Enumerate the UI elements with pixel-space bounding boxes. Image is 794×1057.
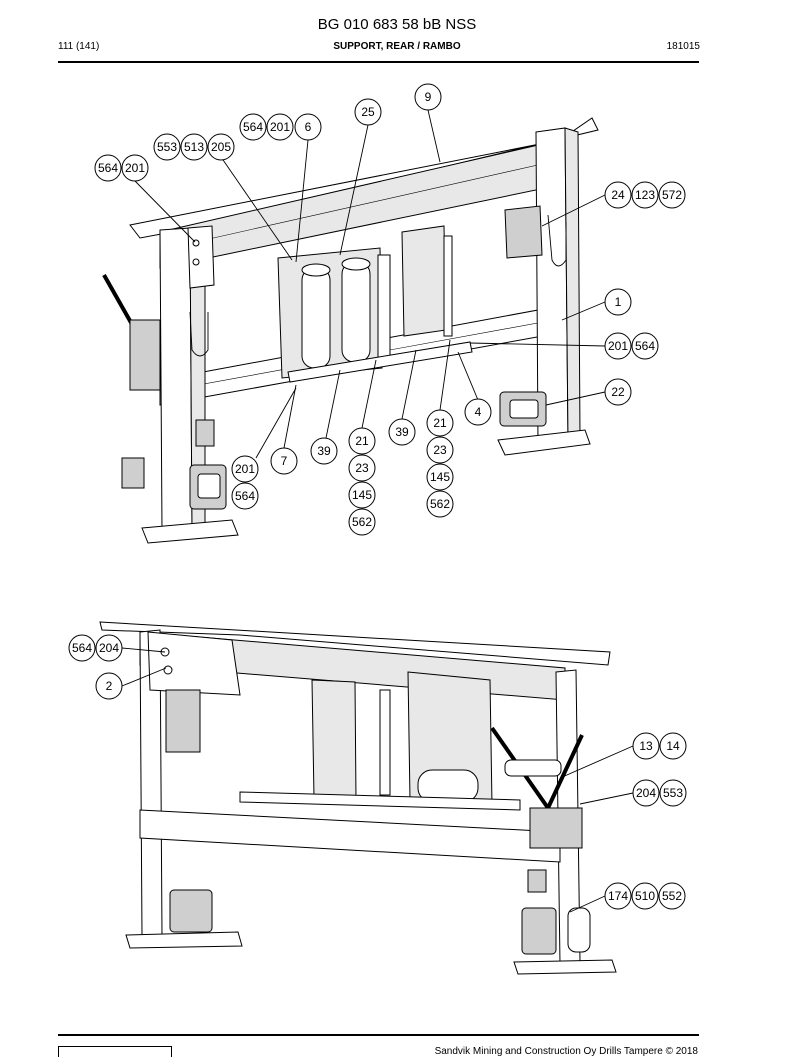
- callout-9: 9: [414, 83, 442, 111]
- footer-rule: [58, 1034, 699, 1036]
- callout-205: 205: [207, 133, 235, 161]
- callout-564-a: 564: [239, 113, 267, 141]
- callout-201-c: 201: [604, 332, 632, 360]
- callout-513: 513: [180, 133, 208, 161]
- top-leader-lines: [134, 109, 606, 459]
- callout-553-b: 553: [659, 779, 687, 807]
- svg-text:1: 1: [615, 295, 622, 309]
- callout-6: 6: [294, 113, 322, 141]
- callout-23-b: 23: [348, 454, 376, 482]
- svg-text:562: 562: [430, 497, 450, 511]
- svg-text:553: 553: [663, 786, 683, 800]
- callout-562-b: 562: [348, 508, 376, 536]
- svg-text:572: 572: [662, 188, 682, 202]
- svg-text:14: 14: [666, 739, 680, 753]
- bottom-leader-lines: [121, 647, 634, 913]
- svg-text:23: 23: [355, 461, 369, 475]
- svg-text:205: 205: [211, 140, 231, 154]
- callout-145-b: 145: [348, 481, 376, 509]
- svg-text:174: 174: [608, 889, 628, 903]
- callout-201-b: 201: [121, 154, 149, 182]
- svg-text:204: 204: [636, 786, 656, 800]
- svg-text:21: 21: [433, 416, 447, 430]
- callout-7: 7: [270, 447, 298, 475]
- callout-4: 4: [464, 398, 492, 426]
- callout-201-d: 201: [231, 455, 259, 483]
- callout-174: 174: [604, 882, 632, 910]
- callout-25: 25: [354, 98, 382, 126]
- callout-21-b: 21: [348, 427, 376, 455]
- svg-text:564: 564: [243, 120, 263, 134]
- callout-572: 572: [658, 181, 686, 209]
- callout-24: 24: [604, 181, 632, 209]
- callout-553-a: 553: [153, 133, 181, 161]
- callout-564-c: 564: [631, 332, 659, 360]
- svg-text:564: 564: [98, 161, 118, 175]
- callout-14: 14: [659, 732, 687, 760]
- callout-201-a: 201: [266, 113, 294, 141]
- svg-text:513: 513: [184, 140, 204, 154]
- svg-text:39: 39: [395, 425, 409, 439]
- svg-text:123: 123: [635, 188, 655, 202]
- callout-564-b: 564: [94, 154, 122, 182]
- svg-text:204: 204: [99, 641, 119, 655]
- section-title: SUPPORT, REAR / RAMBO: [333, 41, 461, 52]
- svg-text:201: 201: [270, 120, 290, 134]
- page-number: 111 (141): [58, 41, 100, 52]
- document-title: BG 010 683 58 bB NSS: [317, 16, 477, 33]
- svg-text:552: 552: [662, 889, 682, 903]
- callout-562-a: 562: [426, 490, 454, 518]
- svg-text:4: 4: [475, 405, 482, 419]
- svg-text:13: 13: [639, 739, 653, 753]
- svg-text:9: 9: [425, 90, 432, 104]
- callout-145-a: 145: [426, 463, 454, 491]
- footer-copyright: Sandvik Mining and Construction Oy Drill…: [434, 1046, 698, 1057]
- svg-text:201: 201: [608, 339, 628, 353]
- svg-text:553: 553: [157, 140, 177, 154]
- callout-23-a: 23: [426, 436, 454, 464]
- bottom-assembly-illustration: [99, 621, 617, 975]
- svg-text:2: 2: [106, 679, 113, 693]
- callout-510: 510: [631, 882, 659, 910]
- svg-text:564: 564: [235, 489, 255, 503]
- svg-text:6: 6: [305, 120, 312, 134]
- callout-13: 13: [632, 732, 660, 760]
- svg-text:201: 201: [235, 462, 255, 476]
- svg-text:24: 24: [611, 188, 625, 202]
- svg-text:564: 564: [72, 641, 92, 655]
- svg-text:145: 145: [352, 488, 372, 502]
- svg-text:145: 145: [430, 470, 450, 484]
- svg-text:23: 23: [433, 443, 447, 457]
- callout-564-e: 564: [68, 634, 96, 662]
- svg-text:201: 201: [125, 161, 145, 175]
- callout-564-d: 564: [231, 482, 259, 510]
- svg-text:25: 25: [361, 105, 375, 119]
- svg-text:7: 7: [281, 454, 288, 468]
- callout-123: 123: [631, 181, 659, 209]
- svg-text:562: 562: [352, 515, 372, 529]
- company-logo: [58, 1046, 172, 1057]
- callout-204-b: 204: [632, 779, 660, 807]
- callout-552: 552: [658, 882, 686, 910]
- callout-1: 1: [604, 288, 632, 316]
- callout-22: 22: [604, 378, 632, 406]
- svg-text:22: 22: [611, 385, 625, 399]
- callout-204-a: 204: [95, 634, 123, 662]
- document-date: 181015: [666, 41, 700, 52]
- header-rule: [58, 61, 699, 63]
- svg-text:21: 21: [355, 434, 369, 448]
- callout-39-a: 39: [388, 418, 416, 446]
- top-assembly-illustration: [102, 117, 599, 544]
- svg-text:510: 510: [635, 889, 655, 903]
- svg-text:39: 39: [317, 444, 331, 458]
- svg-text:564: 564: [635, 339, 655, 353]
- callout-39-b: 39: [310, 437, 338, 465]
- callout-2: 2: [95, 672, 123, 700]
- callout-21-a: 21: [426, 409, 454, 437]
